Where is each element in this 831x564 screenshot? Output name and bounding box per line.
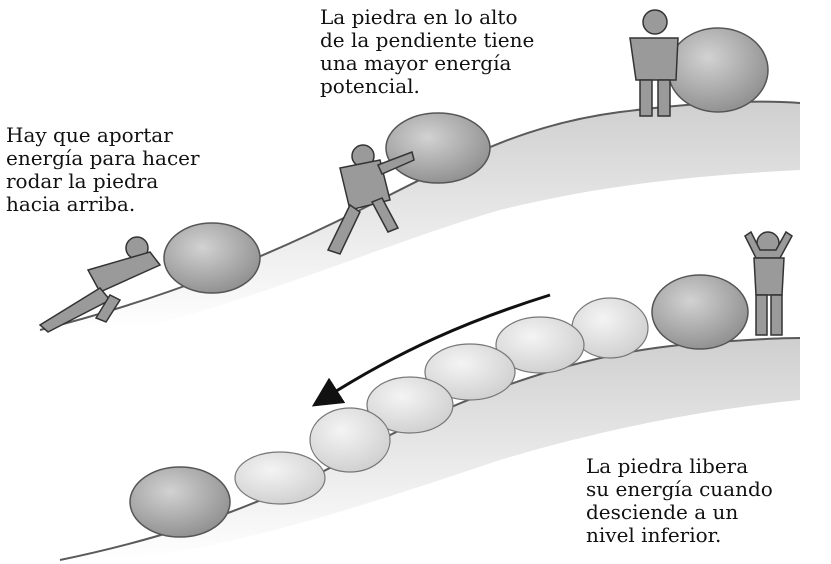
lower-slope <box>60 338 800 560</box>
middle-rock <box>385 112 491 184</box>
caption-top: La piedra en lo alto de la pendiente tie… <box>320 5 535 98</box>
summit-rock <box>667 27 769 113</box>
released-rock-bottom <box>129 466 231 538</box>
falling-rocks <box>234 297 649 505</box>
person-pushing-lower <box>38 236 162 333</box>
caption-bottom: La piedra libera su energía cuando desci… <box>586 454 773 547</box>
person-summit <box>629 9 679 117</box>
person-surprised <box>744 230 793 336</box>
released-rock-top <box>651 274 749 350</box>
person-pushing-middle <box>326 144 415 255</box>
caption-left: Hay que aportar energía para hacer rodar… <box>6 123 200 216</box>
lower-rock <box>163 222 261 294</box>
descent-arrow <box>311 293 551 407</box>
